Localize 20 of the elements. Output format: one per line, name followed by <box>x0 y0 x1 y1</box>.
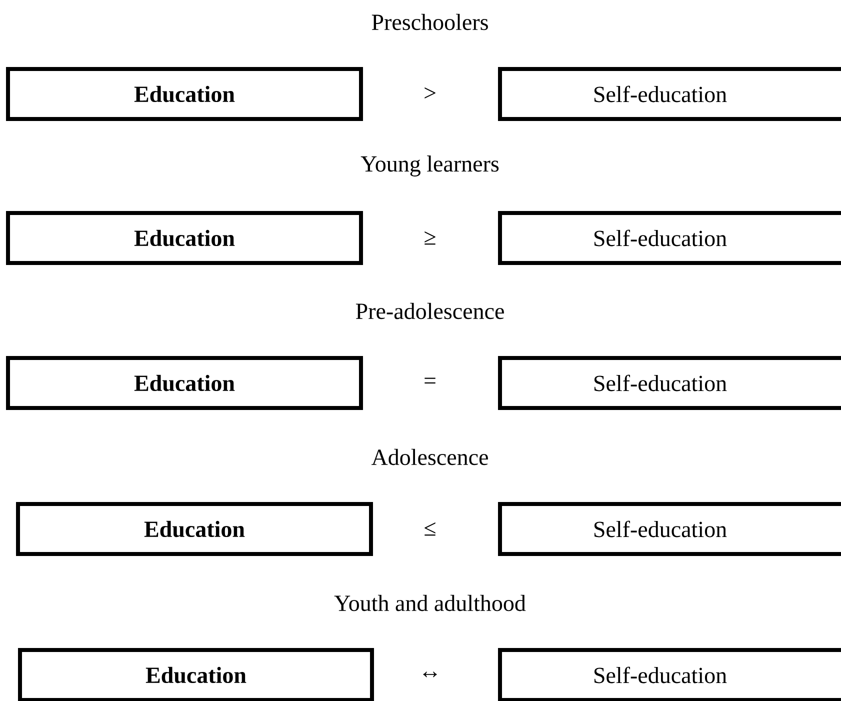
comparison-sign: ≤ <box>424 522 436 536</box>
text-box: Education <box>6 356 363 410</box>
text-box: Education <box>6 211 363 265</box>
text-box: Education <box>18 648 374 701</box>
stage-heading: Adolescence <box>371 448 488 466</box>
comparison-sign: ≥ <box>424 231 436 245</box>
comparison-sign: = <box>424 378 436 384</box>
comparison-sign: > <box>424 87 436 98</box>
comparison-sign: ↔ <box>423 672 437 678</box>
text-box: Self-education <box>498 356 841 410</box>
text-box: Self-education <box>498 67 841 121</box>
stage-heading: Preschoolers <box>372 14 488 30</box>
text-box: Education <box>16 502 373 556</box>
stage-heading: Pre-adolescence <box>356 302 504 320</box>
stage-heading: Young learners <box>360 156 499 176</box>
text-box: Self-education <box>498 211 841 265</box>
text-box: Education <box>6 67 363 121</box>
text-box: Self-education <box>498 648 841 701</box>
stage-heading: Youth and adulthood <box>334 594 526 612</box>
text-box: Self-education <box>498 502 841 556</box>
